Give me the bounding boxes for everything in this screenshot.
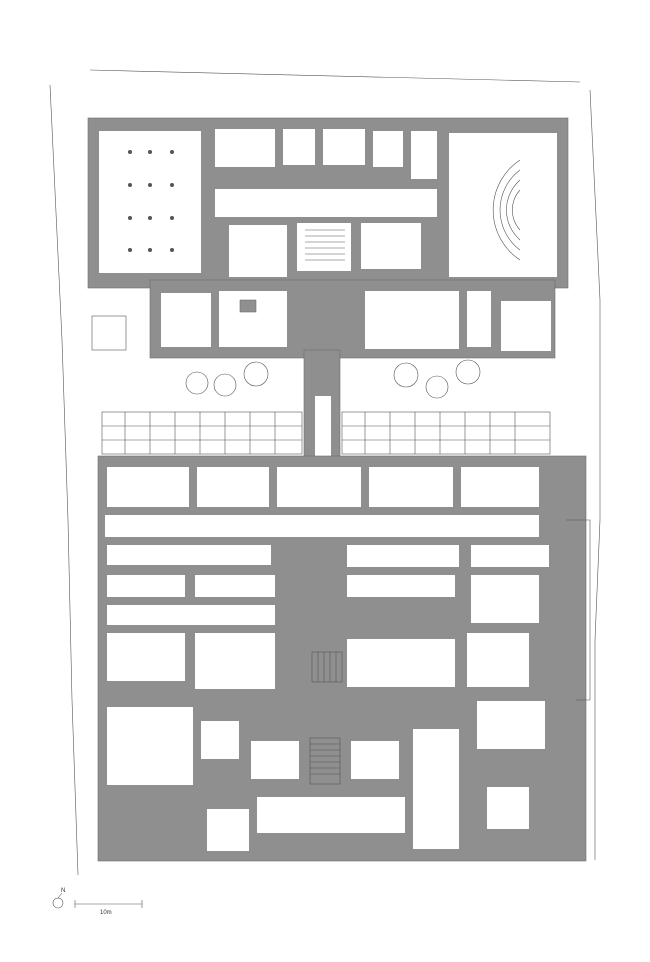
site-boundary-north [89,69,581,83]
courtyard-trees [185,359,481,399]
glazed-roof [101,411,551,455]
south-block [97,455,587,862]
north-arrow-icon: N [52,888,65,909]
wc-block [345,637,457,689]
room [321,127,367,167]
main-stair [309,737,341,785]
room [359,221,423,271]
stair-room [227,223,289,279]
north-rear-block [91,279,556,359]
svg-text:N: N [61,888,65,894]
gallery-corridor [213,187,439,219]
scale-bar-label: 10m [100,910,112,916]
north-block [87,117,569,289]
room [213,127,277,169]
east-annex [566,519,591,701]
lecture-theatre [447,131,559,279]
scale-bar: 10m [74,900,143,916]
corridor [103,513,541,539]
entrance-hall [255,795,407,835]
site-boundary-east [589,89,601,860]
central-stair-room [295,221,353,273]
annex [91,315,127,351]
site-boundary-west [49,84,79,876]
secondary-stair [311,651,343,683]
